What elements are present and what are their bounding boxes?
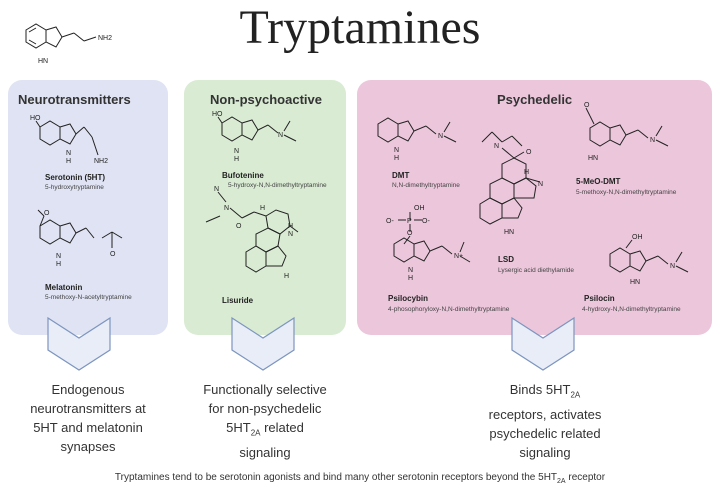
svg-text:H: H bbox=[288, 223, 293, 230]
svg-text:O: O bbox=[584, 102, 590, 109]
svg-text:N: N bbox=[288, 231, 293, 238]
svg-text:N: N bbox=[278, 132, 283, 139]
melatonin-structure-icon: O N H O bbox=[37, 209, 123, 268]
svg-text:N+: N+ bbox=[454, 253, 463, 260]
svg-text:N: N bbox=[214, 186, 219, 193]
chevron-down-icon bbox=[511, 316, 575, 371]
svg-text:N: N bbox=[408, 267, 413, 274]
svg-text:H: H bbox=[260, 205, 265, 212]
compound-desc-5-meo-dmt: 5-methoxy-N,N-dimethyltryptamine bbox=[576, 189, 677, 196]
chevron-down-icon bbox=[231, 316, 295, 371]
note-psychedelic: Binds 5HT2A receptors, activates psyched… bbox=[488, 382, 602, 460]
svg-text:H: H bbox=[408, 275, 413, 282]
compound-desc-psilocybin: 4-phosophoryloxy-N,N-dimethyltryptamine bbox=[388, 306, 510, 313]
compound-desc-dmt: N,N-dimethyltryptamine bbox=[392, 182, 460, 189]
svg-text:O: O bbox=[44, 210, 50, 217]
svg-text:N: N bbox=[538, 181, 543, 188]
5-meo-dmt-structure-icon: O HN N bbox=[584, 102, 669, 162]
svg-text:O: O bbox=[236, 223, 242, 230]
compound-name-melatonin: Melatonin bbox=[45, 283, 83, 292]
svg-text:H: H bbox=[284, 273, 289, 280]
svg-text:NH2: NH2 bbox=[94, 158, 108, 165]
lsd-structure-icon: N O N H HN bbox=[479, 131, 543, 236]
compound-name-lsd: LSD bbox=[498, 255, 514, 264]
svg-text:N: N bbox=[56, 253, 61, 260]
svg-text:OH: OH bbox=[414, 205, 425, 212]
compound-name-serotonin: Serotonin (5HT) bbox=[45, 173, 105, 182]
svg-text:H: H bbox=[524, 169, 529, 176]
panel-title-psychedelic: Psychedelic bbox=[497, 92, 573, 107]
compound-name-bufotenine: Bufotenine bbox=[222, 171, 264, 180]
tryptamine-structure-icon: HN NH2 bbox=[25, 23, 112, 65]
compound-name-dmt: DMT bbox=[392, 171, 410, 180]
compound-name-psilocybin: Psilocybin bbox=[388, 294, 429, 303]
non-psychoactive-panel: Non-psychoactive bbox=[184, 80, 346, 335]
svg-text:HO: HO bbox=[212, 111, 223, 118]
footer-caption: Tryptamines tend to be serotonin agonist… bbox=[114, 472, 606, 485]
svg-text:N: N bbox=[394, 147, 399, 154]
svg-text:H: H bbox=[66, 158, 71, 165]
compound-name-5-meo-dmt: 5-MeO-DMT bbox=[576, 177, 621, 186]
svg-text:H: H bbox=[56, 261, 61, 268]
svg-text:NH2: NH2 bbox=[98, 35, 112, 42]
svg-text:N: N bbox=[66, 150, 71, 157]
svg-text:N: N bbox=[670, 263, 675, 270]
svg-text:H: H bbox=[234, 156, 239, 163]
psilocin-structure-icon: OH HN N bbox=[609, 234, 689, 286]
compound-name-lisuride: Lisuride bbox=[222, 296, 254, 305]
page-title: Tryptamines bbox=[239, 1, 481, 54]
note-non-psychoactive: Functionally selective for non-psychedel… bbox=[203, 382, 327, 460]
svg-text:N: N bbox=[650, 137, 655, 144]
svg-text:O: O bbox=[110, 251, 116, 258]
svg-text:N: N bbox=[224, 205, 229, 212]
svg-text:O: O bbox=[526, 149, 532, 156]
compound-name-psilocin: Psilocin bbox=[584, 294, 615, 303]
svg-text:N: N bbox=[438, 133, 443, 140]
svg-text:N: N bbox=[494, 143, 499, 150]
svg-text:O-: O- bbox=[386, 218, 394, 225]
svg-text:HO: HO bbox=[30, 115, 41, 122]
psilocybin-structure-icon: OH O- P O- O N H N+ bbox=[386, 205, 471, 282]
bufotenine-structure-icon: HO N H N bbox=[212, 111, 297, 163]
svg-text:H: H bbox=[394, 155, 399, 162]
lisuride-structure-icon: N N O H N H H bbox=[205, 186, 299, 280]
svg-text:HN: HN bbox=[504, 229, 514, 236]
compound-desc-serotonin: 5-hydroxytryptamine bbox=[45, 184, 104, 191]
svg-text:P: P bbox=[407, 218, 412, 225]
svg-text:N: N bbox=[234, 148, 239, 155]
panel-title-non-psychoactive: Non-psychoactive bbox=[210, 92, 322, 107]
svg-text:OH: OH bbox=[632, 234, 643, 241]
svg-text:O: O bbox=[407, 230, 413, 237]
compound-desc-melatonin: 5-methoxy-N-acetyltryptamine bbox=[45, 294, 132, 301]
compound-desc-bufotenine: 5-hydroxy-N,N-dimethyltryptamine bbox=[228, 182, 327, 189]
compound-desc-psilocin: 4-hydroxy-N,N-dimethyltryptamine bbox=[582, 306, 681, 313]
svg-text:O-: O- bbox=[422, 218, 430, 225]
svg-text:HN: HN bbox=[630, 279, 640, 286]
neurotransmitters-panel: Neurotransmitters bbox=[8, 80, 168, 335]
compound-desc-lsd: Lysergic acid diethylamide bbox=[498, 267, 574, 274]
dmt-structure-icon: N H N bbox=[377, 117, 457, 162]
svg-text:HN: HN bbox=[588, 155, 598, 162]
svg-text:HN: HN bbox=[38, 58, 48, 65]
serotonin-structure-icon: HO N H NH2 bbox=[30, 115, 108, 165]
psychedelic-panel: Psychedelic bbox=[357, 80, 712, 335]
panel-title-neurotransmitters: Neurotransmitters bbox=[18, 92, 131, 107]
note-neurotransmitters: Endogenous neurotransmitters at 5HT and … bbox=[30, 382, 146, 454]
chevron-down-icon bbox=[47, 316, 111, 371]
